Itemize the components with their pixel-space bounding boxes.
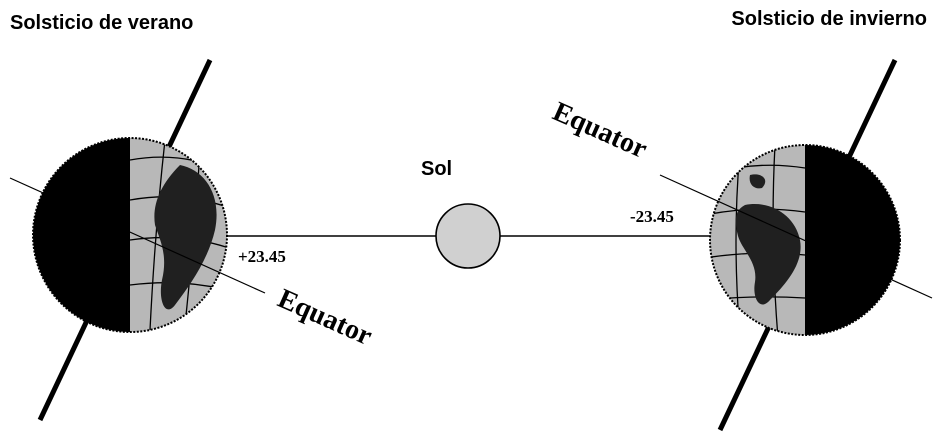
sun-disc	[435, 203, 501, 269]
equator-line-summer	[9, 177, 266, 294]
equator-label-summer: Equator	[273, 283, 377, 352]
earth-winter	[659, 58, 933, 432]
equator-label-winter: Equator	[548, 96, 652, 165]
tilt-label-winter: -23.45	[630, 207, 674, 226]
sun-label: Sol	[421, 158, 453, 180]
equator-line-winter	[659, 174, 933, 299]
winter-solstice-title: Solsticio de invierno	[731, 8, 927, 30]
tilt-label-summer: +23.45	[238, 247, 286, 266]
earth-summer	[9, 58, 266, 422]
summer-solstice-title: Solsticio de verano	[10, 12, 194, 34]
